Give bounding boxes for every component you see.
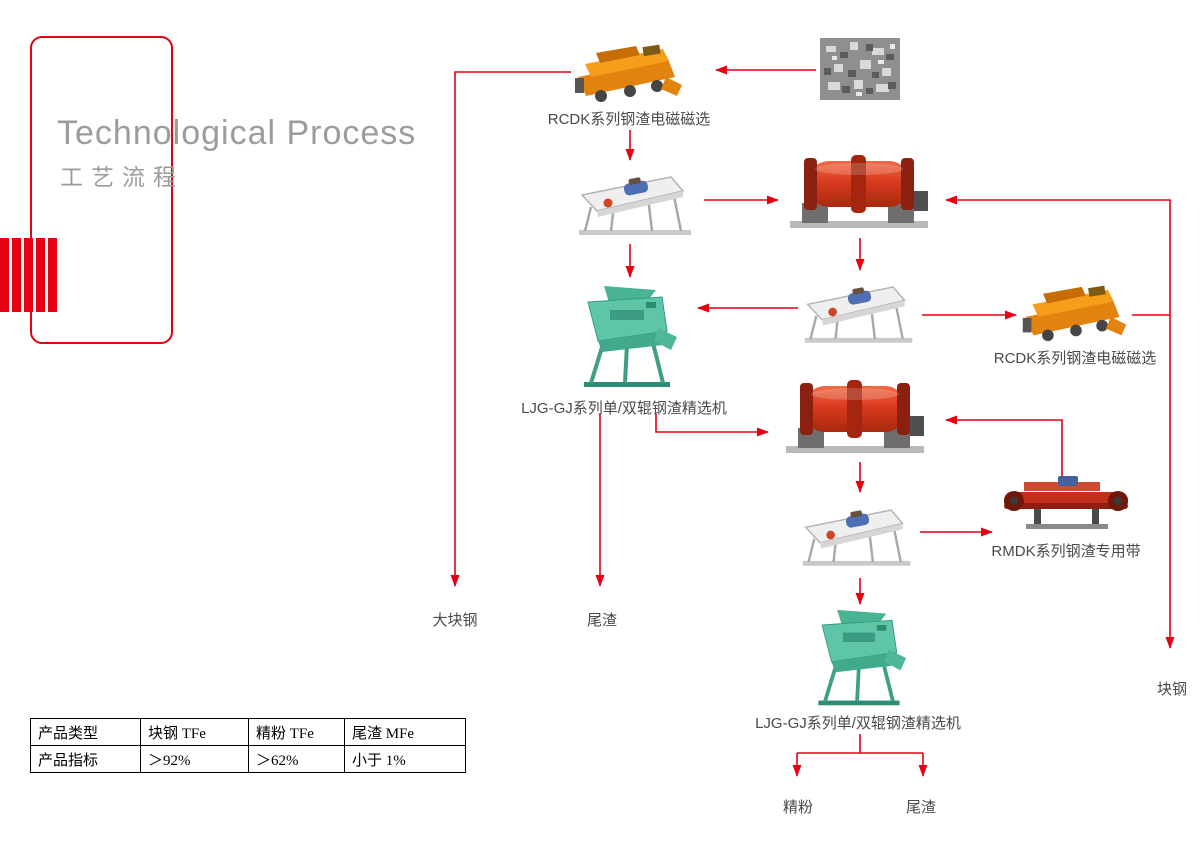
output-label-block-steel: 块钢 bbox=[1156, 681, 1188, 698]
table-cell: 产品指标 bbox=[30, 745, 141, 773]
electromagnetic-separator-icon bbox=[573, 44, 685, 106]
vibrating-screen-icon bbox=[574, 166, 699, 240]
page-subtitle: 工艺流程 bbox=[60, 164, 184, 190]
vibrating-screen-2 bbox=[800, 276, 920, 348]
table-cell: 产品类型 bbox=[30, 718, 141, 746]
table-cell: ＞92% bbox=[140, 745, 249, 773]
table-row: 产品指标 ＞92% ＞62% 小于 1% bbox=[30, 745, 466, 773]
decorative-frame bbox=[30, 36, 173, 344]
ljg-separator-2 bbox=[802, 608, 914, 710]
rmdk-label: RMDK系列钢渣专用带 bbox=[991, 543, 1141, 560]
vibrating-screen-icon bbox=[800, 276, 920, 348]
rcdk2-label: RCDK系列钢渣电磁磁选 bbox=[993, 350, 1157, 367]
raw-slag-photo bbox=[820, 38, 900, 100]
table-row: 产品类型 块钢 TFe 精粉 TFe 尾渣 MFe bbox=[30, 718, 466, 746]
rcdk-separator-2 bbox=[1020, 285, 1130, 345]
red-striped-decoration bbox=[0, 238, 57, 312]
table-cell: 精粉 TFe bbox=[248, 718, 345, 746]
output-label-fine-powder: 精粉 bbox=[782, 799, 814, 816]
ball-mill-icon bbox=[784, 376, 926, 458]
rmdk-belt-separator bbox=[1000, 476, 1132, 532]
rcdk1-label: RCDK系列钢渣电磁磁选 bbox=[547, 111, 711, 128]
ljg2-label: LJG-GJ系列单/双辊钢渣精选机 bbox=[755, 715, 961, 732]
vibrating-screen-icon bbox=[798, 498, 918, 572]
electromagnetic-separator-icon bbox=[1020, 285, 1130, 345]
roller-fine-separator-icon bbox=[570, 283, 682, 393]
table-cell: 小于 1% bbox=[344, 745, 466, 773]
product-spec-table: 产品类型 块钢 TFe 精粉 TFe 尾渣 MFe 产品指标 ＞92% ＞62%… bbox=[30, 718, 466, 773]
vibrating-screen-3 bbox=[798, 498, 918, 572]
ball-mill-2 bbox=[784, 376, 926, 458]
ljg-separator-1 bbox=[570, 283, 682, 393]
ball-mill-icon bbox=[788, 151, 930, 233]
ball-mill-1 bbox=[788, 151, 930, 233]
roller-fine-separator-icon bbox=[802, 608, 914, 710]
ljg1-label: LJG-GJ系列单/双辊钢渣精选机 bbox=[521, 400, 727, 417]
belt-magnetic-separator-icon bbox=[1000, 476, 1132, 532]
vibrating-screen-1 bbox=[574, 166, 699, 240]
table-cell: ＞62% bbox=[248, 745, 345, 773]
output-label-tailings-2: 尾渣 bbox=[905, 799, 937, 816]
rcdk-separator-1 bbox=[573, 44, 685, 106]
table-cell: 块钢 TFe bbox=[140, 718, 249, 746]
raw-slag-image bbox=[820, 38, 900, 100]
output-label-tailings-1: 尾渣 bbox=[586, 612, 618, 629]
page-title: Technological Process bbox=[57, 114, 417, 152]
output-label-big-steel: 大块钢 bbox=[432, 612, 478, 629]
table-cell: 尾渣 MFe bbox=[344, 718, 466, 746]
